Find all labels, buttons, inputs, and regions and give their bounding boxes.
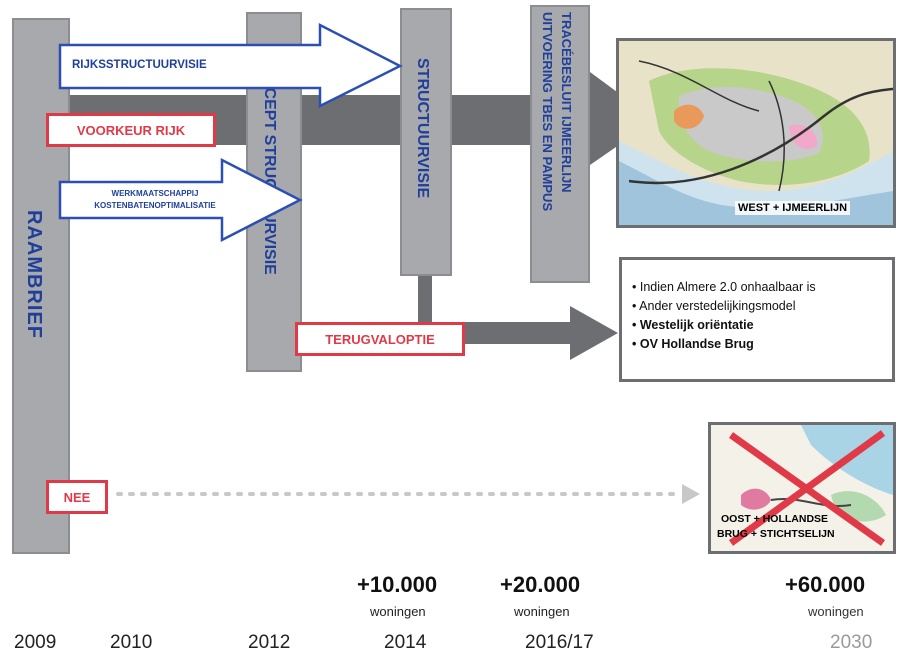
rijks-arrow	[58, 22, 403, 109]
werk-label-line2: KOSTENBATENOPTIMALISATIE	[94, 201, 216, 210]
fallback-list-item-text: • Westelijk oriëntatie	[632, 318, 754, 332]
fallback-connector	[418, 270, 432, 330]
voorkeur-rijk-box: VOORKEUR RIJK	[46, 113, 216, 147]
werk-arrow	[58, 157, 303, 243]
oost-map-graphic	[711, 425, 893, 551]
werk-label-line1: WERKMAATSCHAPPIJ	[111, 189, 199, 198]
milestone-2014-count: +10.000	[357, 572, 438, 597]
year-2010: 2010	[110, 632, 153, 653]
milestone-2014-unit: woningen	[370, 604, 426, 619]
raambrief-bar	[12, 18, 70, 554]
rijks-label: RIJKSSTRUCTUURVISIE	[72, 59, 207, 71]
nee-box: NEE	[46, 480, 108, 514]
year-2014: 2014	[384, 632, 427, 653]
milestone-2030-unit: woningen	[808, 604, 864, 619]
tracebesluit-label-line1: TRACÉBESLUIT IJMEERLIJN	[559, 12, 574, 193]
fallback-list-item: • Indien Almere 2.0 onhaalbaar is	[632, 278, 892, 297]
fallback-list-item: • OV Hollandse Brug	[632, 335, 892, 354]
year-2012: 2012	[248, 632, 291, 653]
year-2030: 2030	[830, 632, 873, 653]
milestone-2016-count: +20.000	[500, 572, 581, 597]
fallback-list-box: • Indien Almere 2.0 onhaalbaar is • Ander…	[619, 257, 895, 382]
fallback-list-item-text: • Ander verstedelijkingsmodel	[632, 299, 796, 313]
raambrief-label: RAAMBRIEF	[23, 210, 45, 339]
fallback-list-item: • Westelijk oriëntatie	[632, 316, 892, 335]
fallback-list-item-text: • OV Hollandse Brug	[632, 337, 754, 351]
fallback-list-item: • Ander verstedelijkingsmodel	[632, 297, 892, 316]
structuurvisie-bar	[400, 8, 452, 276]
milestone-2030-count: +60.000	[785, 572, 866, 597]
fallback-arrow	[420, 306, 618, 360]
tracebesluit-bar	[530, 5, 590, 283]
nee-arrowhead	[682, 484, 700, 504]
year-2009: 2009	[14, 632, 57, 653]
west-ijmeerlijn-map: WEST + IJMEERLIJN	[616, 38, 896, 228]
structuurvisie-label: STRUCTUURVISIE	[414, 58, 431, 199]
year-2016-17: 2016/17	[525, 632, 594, 653]
fallback-list: • Indien Almere 2.0 onhaalbaar is • Ander…	[632, 278, 892, 354]
west-map-caption: WEST + IJMEERLIJN	[735, 201, 851, 215]
terugvaloptie-box: TERUGVALOPTIE	[295, 322, 465, 356]
west-map-graphic	[619, 41, 893, 225]
oost-map-caption-line1: OOST + HOLLANDSE	[721, 513, 829, 525]
tracebesluit-label-line2: UITVOERING TBES EN PAMPUS	[540, 12, 555, 212]
oost-map-caption-line2: BRUG + STICHTSELIJN	[717, 528, 835, 540]
fallback-list-item-text: • Indien Almere 2.0 onhaalbaar is	[632, 280, 816, 294]
milestone-2016-unit: woningen	[514, 604, 570, 619]
oost-hollandse-brug-map: OOST + HOLLANDSE BRUG + STICHTSELIJN	[708, 422, 896, 554]
